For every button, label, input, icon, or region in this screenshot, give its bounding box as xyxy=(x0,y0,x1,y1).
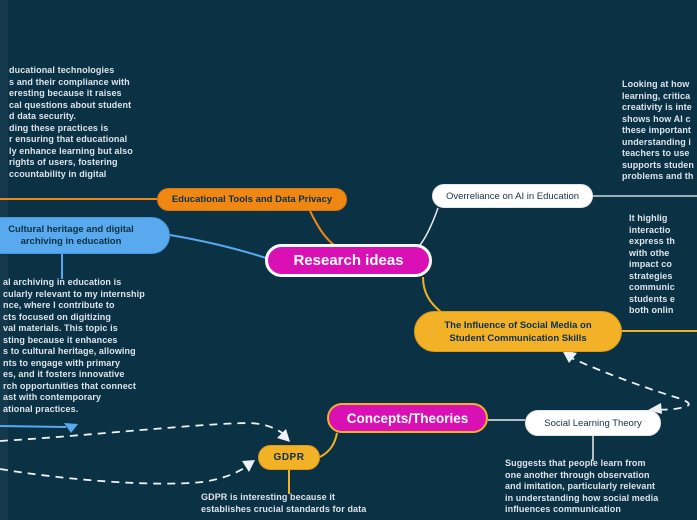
connector-research-socialmedia[interactable] xyxy=(422,276,442,313)
node-research-ideas[interactable]: Research ideas xyxy=(265,244,432,277)
dashed-arrowhead-socialmedia-icon xyxy=(562,350,577,363)
note-educational-tools[interactable]: ducational technologies s and their comp… xyxy=(9,65,133,179)
node-social-media-influence[interactable]: The Influence of Social Media on Student… xyxy=(414,311,622,352)
note-social-learning[interactable]: Suggests that people learn from one anot… xyxy=(505,458,659,514)
connector-educational-research[interactable] xyxy=(309,210,335,246)
connector-blue-arrow-line[interactable] xyxy=(0,425,67,428)
connector-dashed-left-gdpr-side[interactable] xyxy=(0,463,251,485)
connector-gdpr-concepts[interactable] xyxy=(319,432,338,458)
note-overreliance-ai[interactable]: Looking at how learning, critica creativ… xyxy=(622,79,695,181)
node-gdpr[interactable]: GDPR xyxy=(258,445,320,470)
node-social-learning-theory[interactable]: Social Learning Theory xyxy=(525,410,661,436)
node-educational-tools-privacy[interactable]: Educational Tools and Data Privacy xyxy=(157,188,347,211)
node-concepts-theories[interactable]: Concepts/Theories xyxy=(327,403,488,433)
connector-overreliance-research[interactable] xyxy=(419,207,439,246)
note-social-media[interactable]: It highlig interactio express th with ot… xyxy=(629,213,676,315)
dashed-arrowhead-slt-icon xyxy=(648,403,662,414)
canvas-left-edge xyxy=(0,0,8,520)
note-gdpr[interactable]: GDPR is interesting because it establish… xyxy=(201,492,367,514)
dashed-arrowhead-gdpr-top-icon xyxy=(277,429,290,442)
connector-dashed-left-gdpr-top[interactable] xyxy=(0,422,288,442)
dashed-arrowhead-gdpr-side-icon xyxy=(242,460,255,472)
blue-arrowhead-icon xyxy=(64,423,78,433)
note-cultural-heritage[interactable]: al archiving in education is cularly rel… xyxy=(3,277,145,414)
node-cultural-heritage[interactable]: Cultural heritage and digital archiving … xyxy=(0,217,170,254)
connector-cultural-research[interactable] xyxy=(169,234,267,259)
node-overreliance-ai[interactable]: Overreliance on AI in Education xyxy=(432,184,593,208)
connector-dashed-slt-socialmedia[interactable] xyxy=(566,355,690,411)
